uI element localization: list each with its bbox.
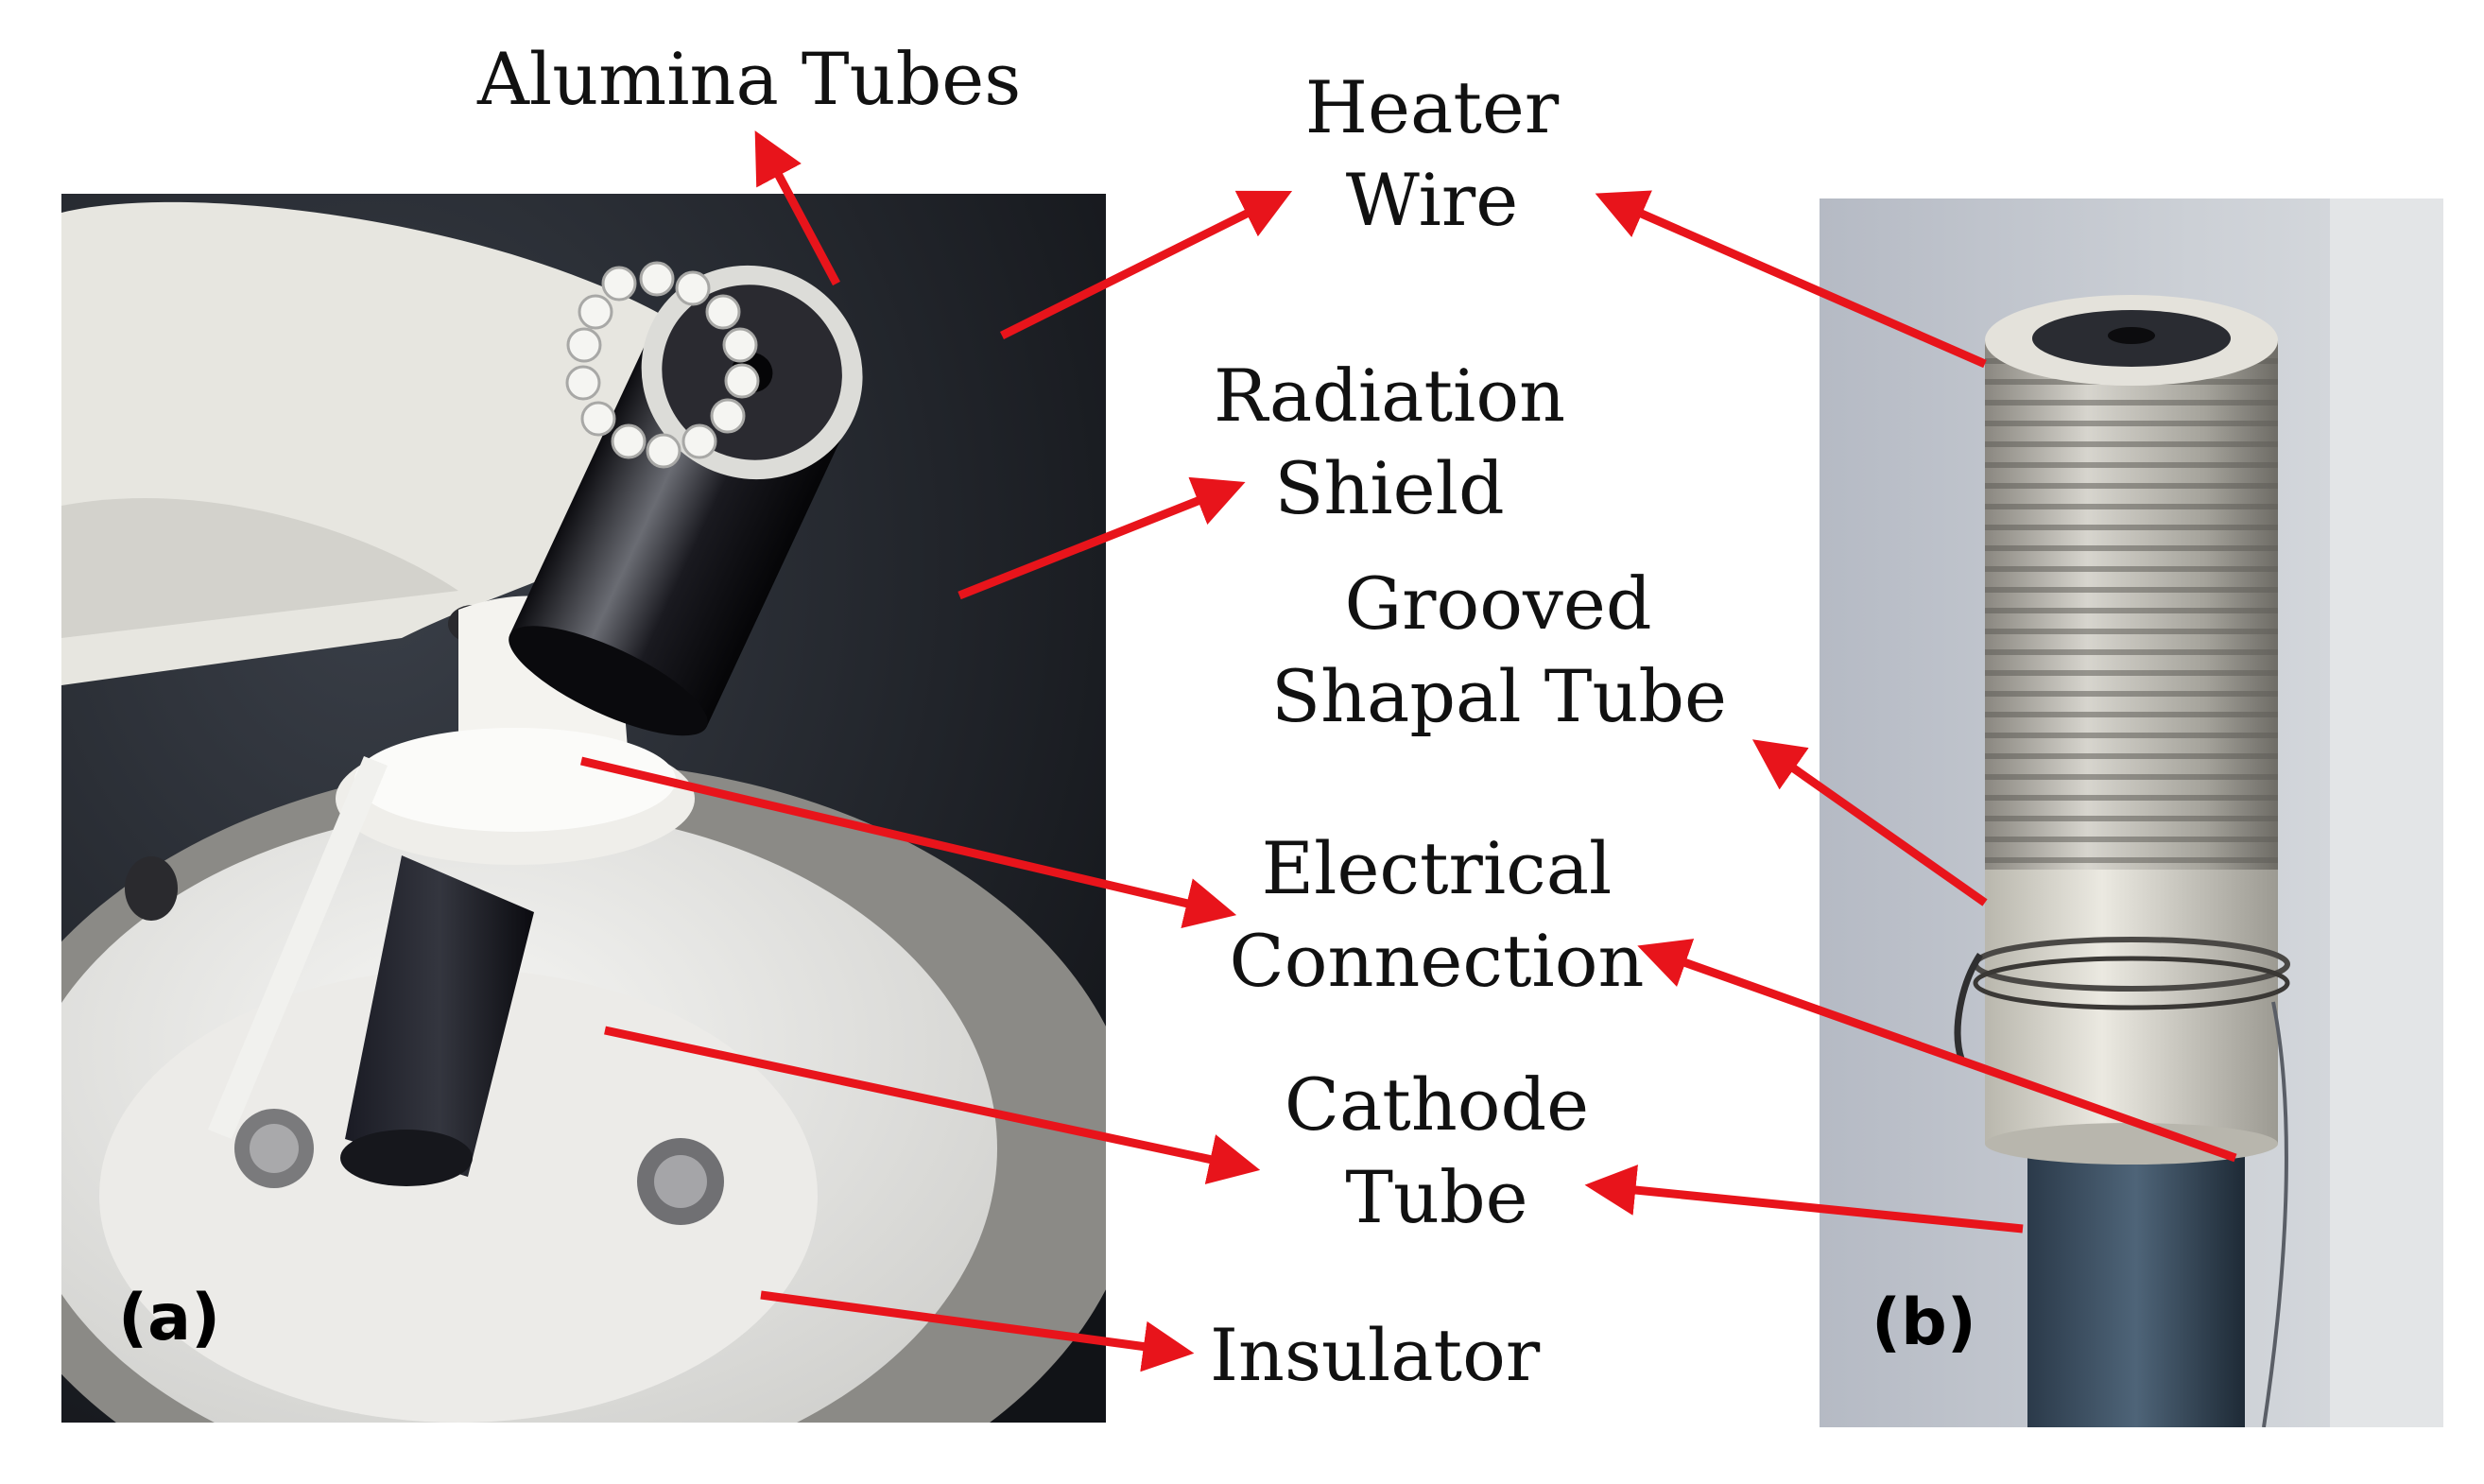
label-insulator: Insulator	[1210, 1313, 1541, 1397]
label-electrical-connection: Electrical Connection	[1219, 822, 1654, 1008]
label-grooved-shapal-tube: Grooved Shapal Tube	[1271, 558, 1728, 743]
cathode-assembly-photo-a	[61, 194, 1106, 1423]
label-heater-wire: Heater Wire	[1304, 61, 1560, 247]
panel-label-b: (b)	[1872, 1286, 1976, 1360]
label-radiation-shield: Radiation Shield	[1200, 350, 1578, 535]
label-alumina-tubes: Alumina Tubes	[477, 37, 1022, 121]
label-electrical-connection-line2: Connection	[1229, 919, 1645, 1003]
photo-panel-a: (a)	[61, 194, 1106, 1423]
label-heater-wire-line2: Wire	[1345, 158, 1519, 242]
label-cathode-tube-line1: Cathode	[1284, 1062, 1590, 1147]
label-heater-wire-line1: Heater	[1304, 65, 1560, 149]
photo-panel-b: (b)	[1820, 198, 2443, 1427]
label-cathode-tube: Cathode Tube	[1271, 1059, 1602, 1244]
label-cathode-tube-line2: Tube	[1345, 1155, 1528, 1239]
label-grooved-shapal-tube-line1: Grooved	[1344, 561, 1652, 646]
label-radiation-shield-line2: Shield	[1274, 446, 1505, 530]
label-electrical-connection-line1: Electrical	[1261, 826, 1613, 910]
label-grooved-shapal-tube-line2: Shapal Tube	[1271, 654, 1728, 738]
grooved-tube-photo-b	[1820, 198, 2443, 1427]
label-radiation-shield-line1: Radiation	[1213, 354, 1566, 438]
panel-label-a: (a)	[118, 1281, 221, 1355]
